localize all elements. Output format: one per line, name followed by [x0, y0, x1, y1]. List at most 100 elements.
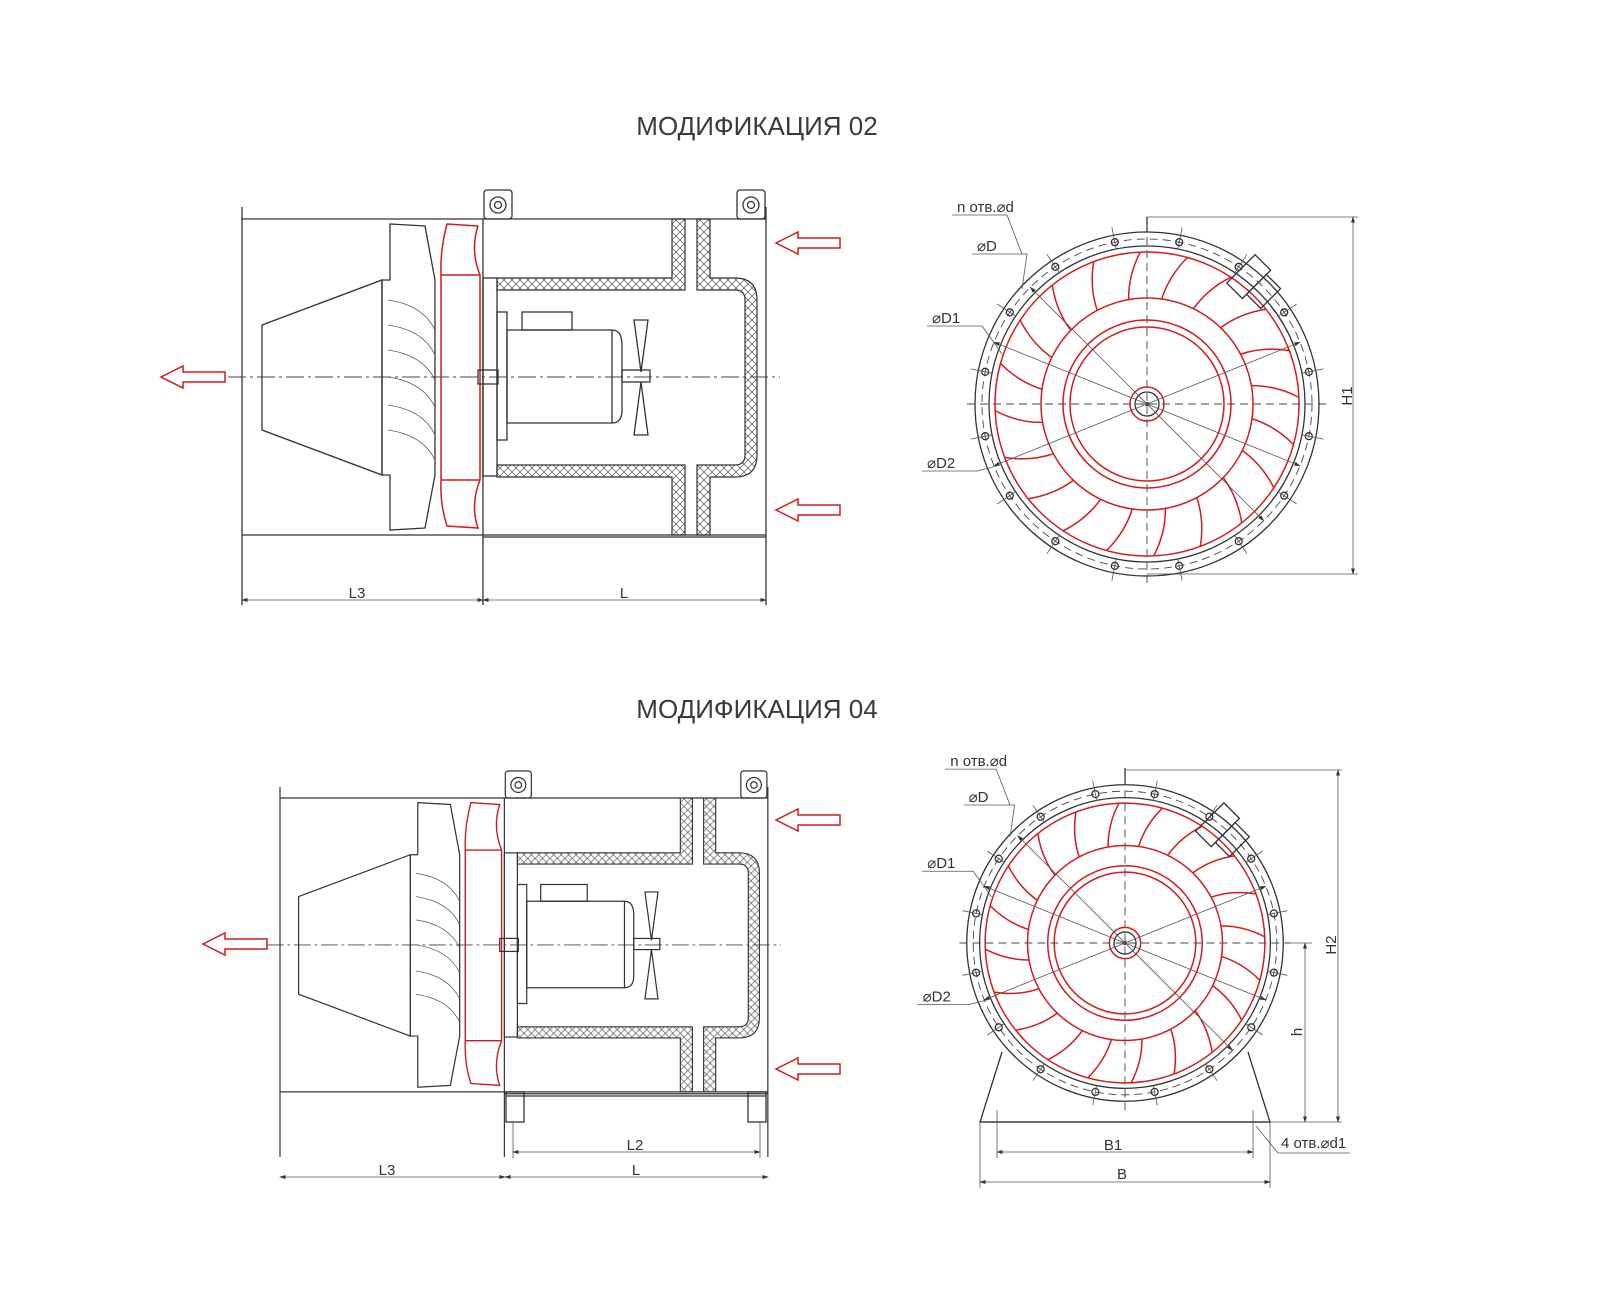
- bolt-axis: [1152, 1085, 1158, 1106]
- impeller-blade: [1240, 348, 1290, 355]
- impeller-blade: [1028, 479, 1074, 500]
- bolt-axis: [1046, 254, 1060, 273]
- bolt-axis: [1278, 303, 1297, 317]
- bolt-hole: [1036, 1065, 1045, 1074]
- label-d: ⌀D: [977, 238, 997, 255]
- impeller-blade: [1007, 865, 1038, 901]
- dim-b: B: [1117, 1166, 1127, 1183]
- impeller-blade: [1221, 955, 1261, 981]
- bolt-hole: [1110, 238, 1119, 247]
- impeller-blade: [1091, 261, 1098, 311]
- bolt-axis: [1177, 227, 1183, 250]
- bolt-hole: [981, 367, 990, 376]
- bolt-axis: [1234, 254, 1248, 273]
- impeller-blade: [1105, 508, 1133, 552]
- junction-box-cap: [1194, 801, 1241, 848]
- dim-h: h: [1289, 1028, 1306, 1036]
- bolt-axis: [987, 1023, 1005, 1036]
- dim-h1: H1: [1339, 386, 1356, 405]
- bolt-axis: [1092, 1085, 1098, 1106]
- bolt-hole: [1205, 1065, 1214, 1074]
- impeller-blade: [1062, 498, 1102, 532]
- impeller-blade: [994, 410, 1043, 424]
- bolt-circle: [972, 790, 1278, 1096]
- impeller-blade: [989, 905, 1029, 931]
- dim-b1: B1: [1104, 1137, 1122, 1154]
- side-view-04: L2 L3 L: [202, 770, 841, 1179]
- bolt-hole: [1280, 308, 1289, 317]
- housing-ring: [988, 245, 1306, 563]
- impeller-blade: [1220, 308, 1266, 329]
- bolt-hole: [1091, 789, 1100, 799]
- inflow-arrow-icon: [775, 1057, 841, 1081]
- modification-02: МОДИФИКАЦИЯ 02 L3 L H1 n отв.⌀d⌀D⌀D1⌀D2: [160, 111, 1358, 606]
- bolt-hole: [1269, 909, 1279, 918]
- dim-l: L: [620, 585, 628, 602]
- bolt-axis: [962, 970, 983, 976]
- junction-box-body: [1245, 273, 1282, 310]
- impeller-blade: [1015, 1012, 1058, 1031]
- foot-holes-label: 4 отв.⌀d1: [1281, 1135, 1346, 1152]
- impeller-blade: [1037, 833, 1056, 876]
- label-holes: n отв.⌀d: [950, 753, 1007, 770]
- bolt-axis: [1152, 780, 1158, 801]
- dim-l3: L3: [379, 1162, 396, 1179]
- label-d2: ⌀D2: [923, 989, 951, 1006]
- bolt-axis: [970, 434, 993, 440]
- bolt-axis: [1267, 970, 1288, 976]
- label-d: ⌀D: [969, 789, 989, 806]
- impeller-blade: [1170, 1028, 1177, 1075]
- label-d1: ⌀D1: [932, 310, 960, 327]
- impeller-blade: [1087, 1039, 1113, 1079]
- impeller-blade: [1222, 477, 1243, 523]
- bolt-hole: [1051, 537, 1060, 546]
- leader-line: [922, 465, 998, 472]
- impeller-blade: [1161, 256, 1189, 300]
- bolt-hole: [1036, 812, 1045, 821]
- impeller-blade: [1127, 251, 1141, 300]
- bolt-axis: [1092, 780, 1098, 801]
- bolt-hole: [994, 854, 1003, 863]
- impeller-blade: [1137, 807, 1163, 847]
- bolt-axis: [1301, 434, 1324, 440]
- front-view-04: H2 h B1 B 4 отв.⌀d1 n отв.⌀d⌀D⌀D1⌀D2: [917, 753, 1350, 1188]
- bolt-axis: [987, 850, 1005, 863]
- dim-l2: L2: [627, 1137, 644, 1154]
- leader-line: [972, 253, 1028, 290]
- bolt-circle: [981, 238, 1313, 570]
- inflow-arrow-icon: [775, 498, 841, 522]
- outflow-arrow-icon: [202, 932, 268, 956]
- impeller-blade: [1210, 891, 1257, 898]
- inflow-arrow-icon: [775, 231, 841, 255]
- dim-h2: H2: [1323, 935, 1340, 954]
- diameter-line: [993, 341, 1301, 467]
- bolt-axis: [1234, 535, 1248, 554]
- bolt-axis: [1032, 805, 1045, 823]
- bolt-hole: [1091, 1087, 1100, 1097]
- bolt-axis: [1032, 1063, 1045, 1081]
- bolt-hole: [1247, 1023, 1256, 1032]
- flange-outer: [966, 784, 1284, 1102]
- bolt-hole: [1247, 854, 1256, 863]
- dim-l3: L3: [349, 585, 366, 602]
- bolt-hole: [1175, 561, 1184, 570]
- bolt-hole: [971, 968, 981, 977]
- bolt-hole: [1110, 561, 1119, 570]
- bolt-axis: [1111, 558, 1117, 581]
- impeller-blade: [1192, 276, 1232, 310]
- label-holes: n отв.⌀d: [957, 199, 1014, 216]
- leader-line: [952, 214, 1023, 255]
- impeller-blade: [1192, 855, 1235, 874]
- impeller-blade: [1251, 418, 1295, 446]
- impeller-blade: [984, 948, 1029, 961]
- impeller-blade: [1241, 449, 1275, 489]
- bolt-hole: [1005, 308, 1014, 317]
- bolt-hole: [1051, 262, 1060, 271]
- bolt-hole: [1205, 812, 1214, 821]
- side-view-02: L3 L: [160, 189, 841, 606]
- leader-line: [927, 325, 1003, 355]
- bolt-axis: [1267, 910, 1288, 916]
- leader-line: [963, 804, 1016, 838]
- bolt-hole: [1005, 491, 1014, 500]
